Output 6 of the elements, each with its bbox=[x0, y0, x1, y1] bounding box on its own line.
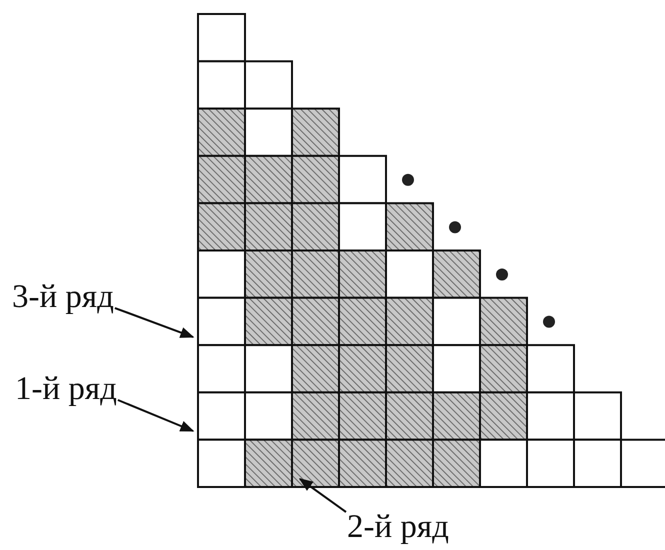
row-label: 1-й ряд bbox=[15, 372, 117, 406]
row-label: 3-й ряд bbox=[12, 280, 114, 314]
leader-arrow bbox=[118, 399, 194, 432]
leader-arrow bbox=[114, 307, 194, 338]
row-label: 2-й ряд bbox=[347, 510, 449, 544]
leader-arrow bbox=[298, 478, 347, 513]
